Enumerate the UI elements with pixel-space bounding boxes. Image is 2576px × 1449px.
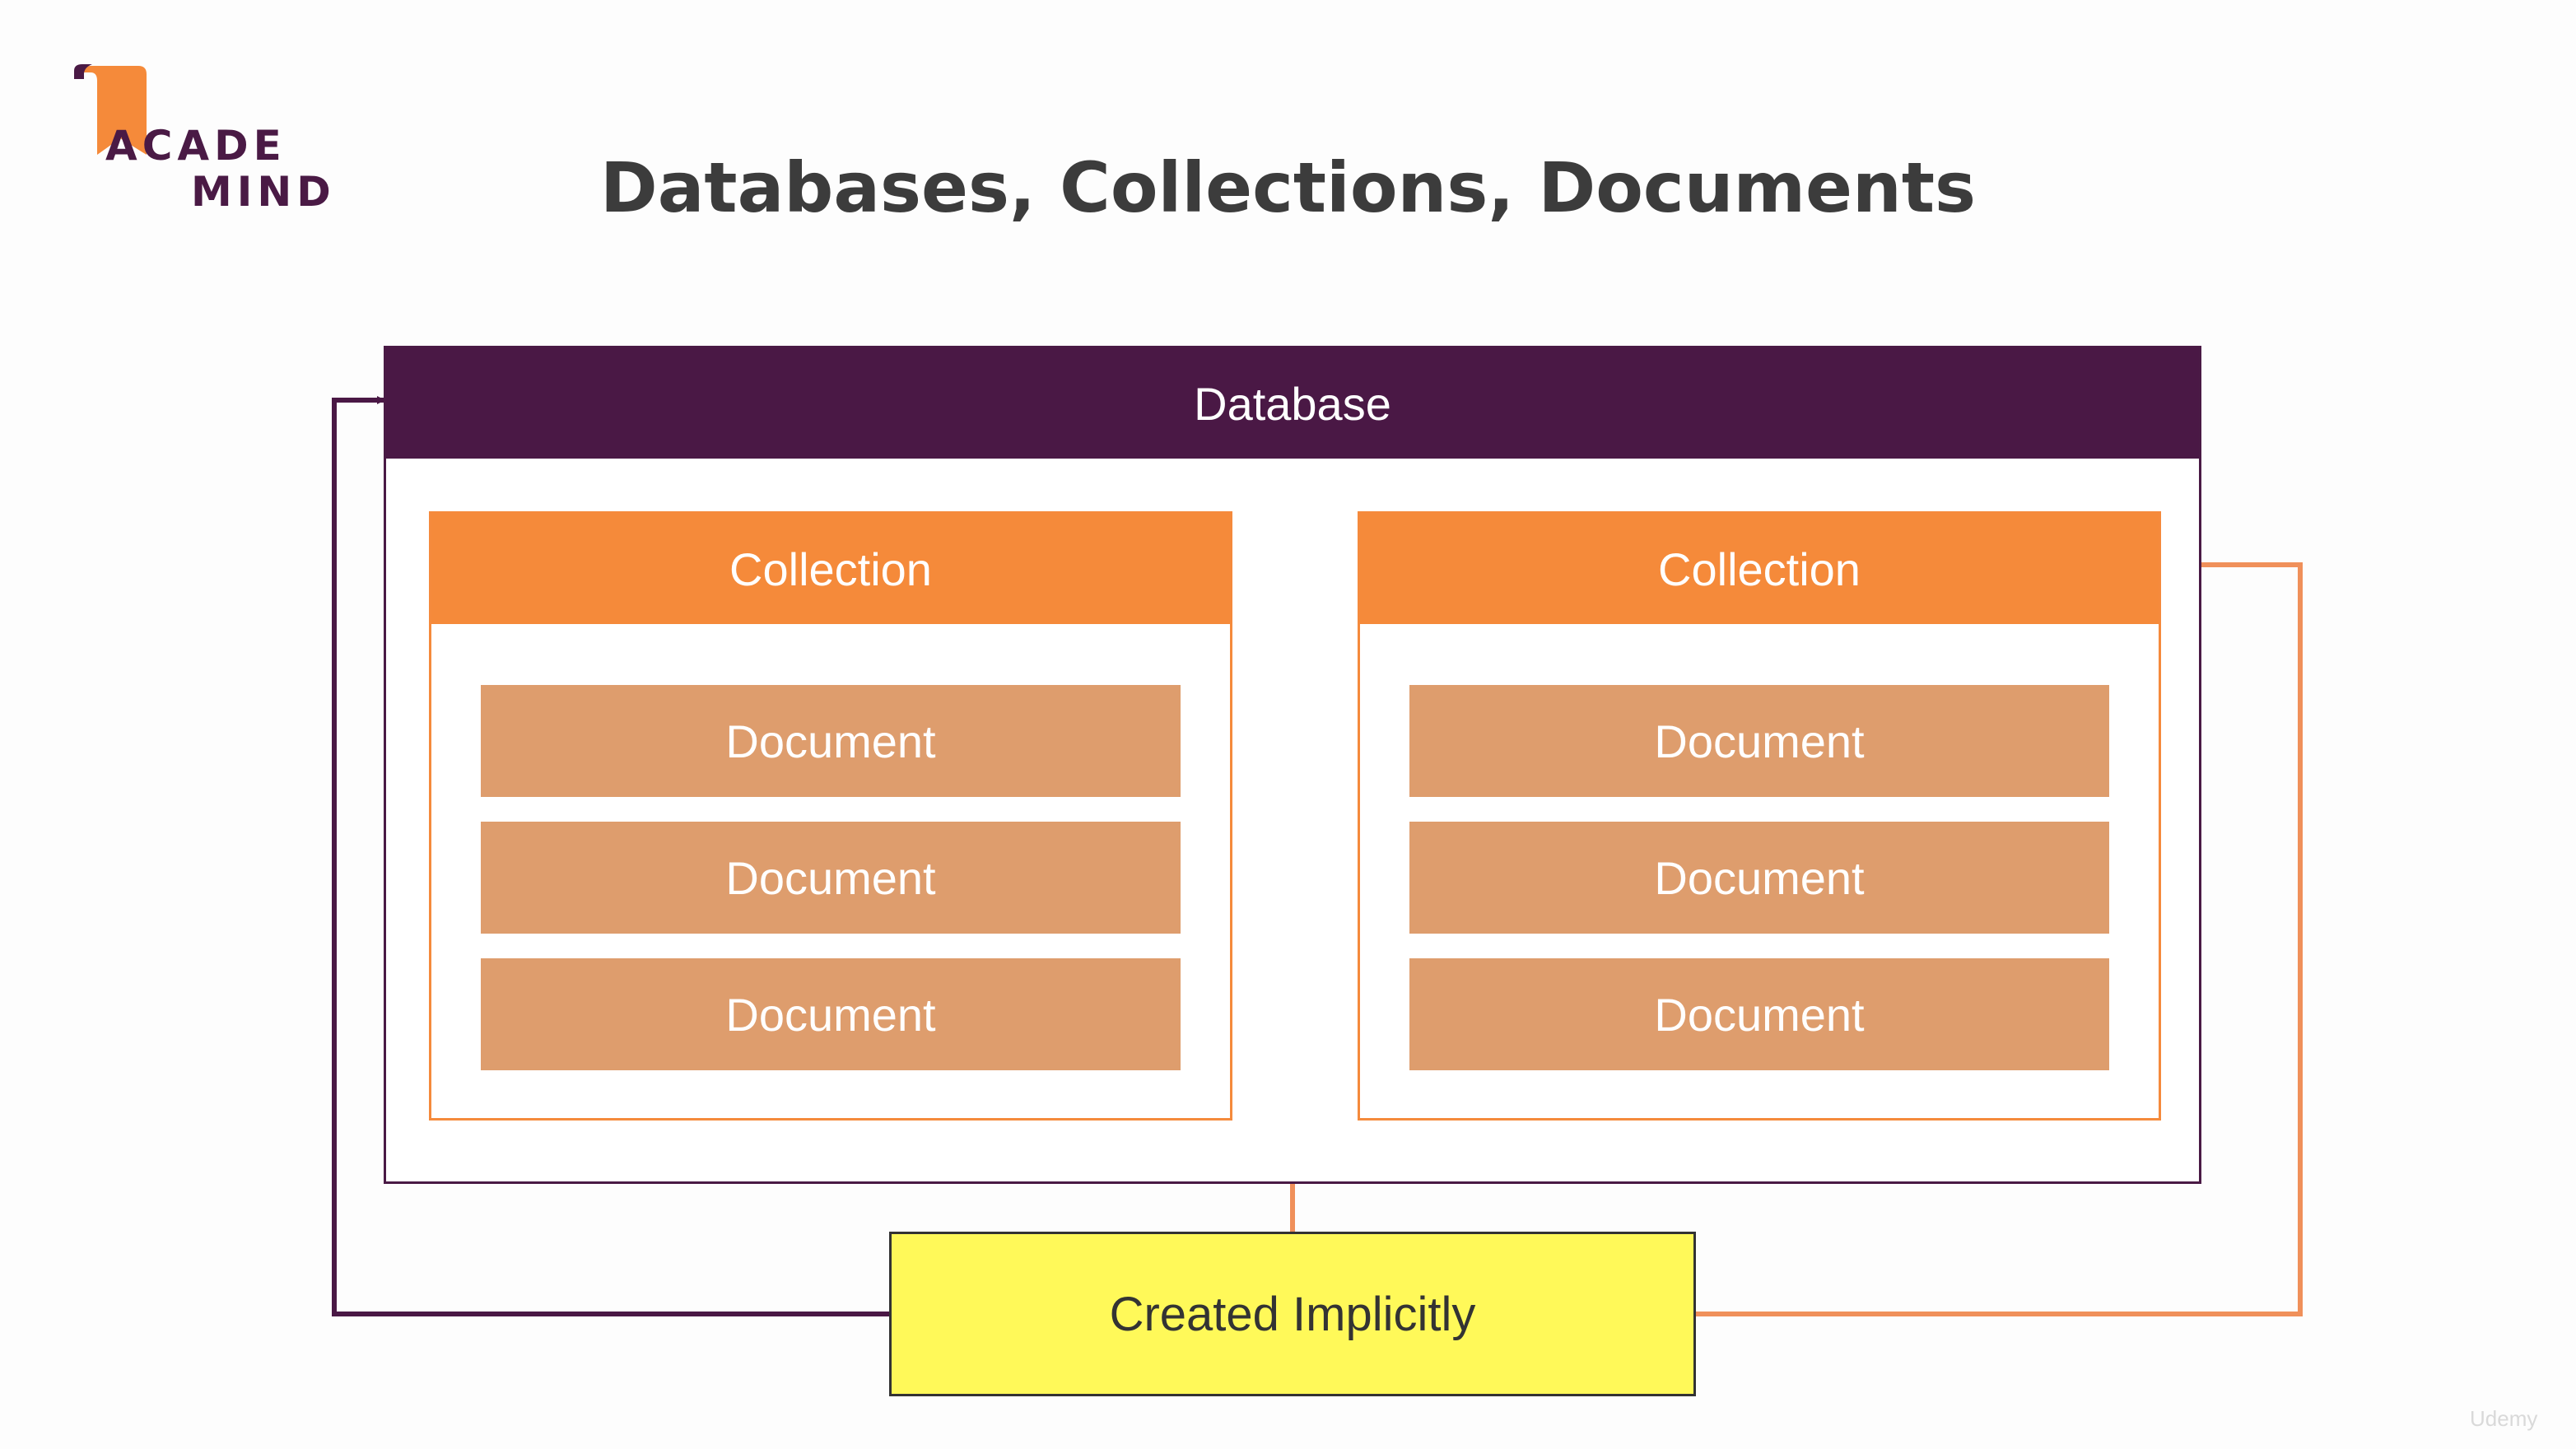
- academind-logo: ACADE MIND: [72, 63, 336, 219]
- collection-box-right: Collection Document Document Document: [1358, 511, 2161, 1121]
- database-box: Database Collection Document Document Do…: [384, 346, 2201, 1184]
- udemy-watermark: Udemy: [2470, 1406, 2538, 1431]
- document-box: Document: [481, 685, 1181, 797]
- document-box: Document: [481, 822, 1181, 934]
- document-box: Document: [1409, 958, 2109, 1070]
- collection-header: Collection: [1360, 514, 2159, 624]
- logo-text-top: ACADE: [105, 122, 286, 170]
- database-header: Database: [386, 348, 2199, 459]
- collection-box-left: Collection Document Document Document: [429, 511, 1232, 1121]
- document-box: Document: [481, 958, 1181, 1070]
- page-title: Databases, Collections, Documents: [600, 147, 1976, 228]
- logo-text-bottom: MIND: [191, 168, 336, 216]
- collection-header: Collection: [431, 514, 1230, 624]
- document-box: Document: [1409, 822, 2109, 934]
- created-implicitly-box: Created Implicitly: [889, 1232, 1696, 1396]
- logo-banner-icon: [74, 64, 147, 155]
- document-box: Document: [1409, 685, 2109, 797]
